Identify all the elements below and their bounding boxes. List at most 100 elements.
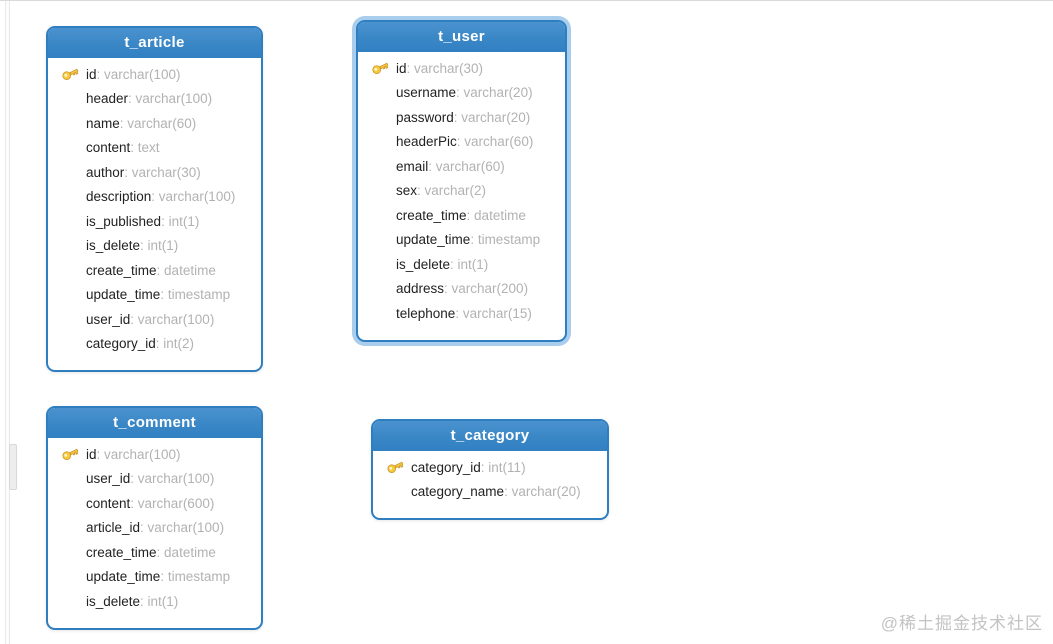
table-field-row[interactable]: create_time : datetime (48, 258, 257, 283)
field-name: headerPic (396, 134, 457, 150)
table-field-row[interactable]: header : varchar(100) (48, 87, 257, 112)
primary-key-icon (385, 482, 411, 502)
primary-key-icon (370, 83, 396, 103)
field-name: category_id (411, 459, 481, 475)
field-type: : datetime (466, 207, 526, 223)
table-field-row[interactable]: is_delete : int(1) (358, 252, 561, 277)
field-name: update_time (86, 569, 161, 585)
field-name: description (86, 189, 152, 205)
field-type: : varchar(100) (96, 66, 181, 82)
field-type: : varchar(100) (128, 91, 213, 107)
primary-key-icon (370, 156, 396, 176)
table-field-row[interactable]: user_id : varchar(100) (48, 467, 257, 492)
field-name: username (396, 85, 457, 101)
table-field-row[interactable]: headerPic : varchar(60) (358, 130, 561, 155)
primary-key-icon (385, 457, 411, 477)
watermark: @稀土掘金技术社区 (880, 614, 1043, 633)
table-field-row[interactable]: create_time : datetime (48, 540, 257, 565)
field-type: : varchar(20) (456, 85, 533, 101)
field-name: password (396, 109, 454, 125)
table-field-row[interactable]: telephone : varchar(15) (358, 301, 561, 326)
table-field-list: id : varchar(100) user_id : varchar(100) (48, 438, 261, 628)
table-field-row[interactable]: is_delete : int(1) (48, 234, 257, 259)
table-field-row[interactable]: category_id : int(2) (48, 332, 257, 357)
table-field-row[interactable]: category_name : varchar(20) (373, 480, 603, 505)
primary-key-icon (60, 567, 86, 587)
field-name: create_time (86, 544, 157, 560)
primary-key-icon (60, 469, 86, 489)
field-name: article_id (86, 520, 141, 536)
table-field-row[interactable]: id : varchar(100) (48, 62, 257, 87)
table-field-row[interactable]: update_time : timestamp (48, 565, 257, 590)
splitter-handle[interactable] (9, 444, 17, 490)
field-type: : varchar(60) (119, 115, 197, 131)
panel-splitter (5, 1, 17, 644)
table-field-row[interactable]: email : varchar(60) (358, 154, 561, 179)
table-field-row[interactable]: is_delete : int(1) (48, 589, 257, 614)
primary-key-icon (60, 236, 86, 256)
table-field-row[interactable]: author : varchar(30) (48, 160, 257, 185)
primary-key-icon (60, 493, 86, 513)
field-type: : varchar(60) (456, 134, 534, 150)
field-type: : timestamp (470, 232, 541, 248)
table-title-bar[interactable]: t_user (358, 22, 565, 52)
field-type: : varchar(600) (130, 495, 215, 511)
field-name: telephone (396, 305, 456, 321)
table-field-row[interactable]: is_published : int(1) (48, 209, 257, 234)
db-table-t_user[interactable]: t_user id : varchar(30) u (356, 20, 567, 342)
table-title-bar[interactable]: t_article (48, 28, 261, 58)
field-type: : varchar(100) (130, 311, 215, 327)
primary-key-icon (60, 444, 86, 464)
table-field-row[interactable]: update_time : timestamp (358, 228, 561, 253)
primary-key-icon (60, 591, 86, 611)
table-title: t_category (450, 427, 530, 444)
primary-key-icon (60, 89, 86, 109)
primary-key-icon (60, 309, 86, 329)
table-field-row[interactable]: user_id : varchar(100) (48, 307, 257, 332)
field-type: : varchar(100) (96, 446, 181, 462)
table-field-row[interactable]: username : varchar(20) (358, 81, 561, 106)
table-field-row[interactable]: article_id : varchar(100) (48, 516, 257, 541)
field-name: update_time (396, 232, 471, 248)
primary-key-icon (60, 518, 86, 538)
field-type: : int(1) (140, 238, 179, 254)
field-name: content (86, 140, 131, 156)
primary-key-icon (60, 285, 86, 305)
field-name: id (86, 446, 97, 462)
primary-key-icon (60, 211, 86, 231)
primary-key-icon (60, 64, 86, 84)
table-field-row[interactable]: password : varchar(20) (358, 105, 561, 130)
primary-key-icon (60, 260, 86, 280)
field-type: : varchar(60) (428, 158, 505, 174)
field-name: is_published (86, 213, 162, 229)
field-name: email (396, 158, 429, 174)
field-name: update_time (86, 287, 161, 303)
primary-key-icon (370, 205, 396, 225)
table-field-row[interactable]: sex : varchar(2) (358, 179, 561, 204)
table-field-row[interactable]: id : varchar(100) (48, 442, 257, 467)
table-field-row[interactable]: name : varchar(60) (48, 111, 257, 136)
field-type: : varchar(100) (151, 189, 236, 205)
field-name: is_delete (86, 238, 141, 254)
db-table-t_article[interactable]: t_article id : varchar(100) (46, 26, 263, 372)
table-title-bar[interactable]: t_category (373, 421, 607, 451)
field-type: : int(1) (450, 256, 489, 272)
table-field-list: category_id : int(11) category_name : va… (373, 451, 607, 518)
table-field-row[interactable]: content : text (48, 136, 257, 161)
db-table-t_category[interactable]: t_category category_id : int(11) (371, 419, 609, 520)
field-type: : text (130, 140, 160, 156)
table-title-bar[interactable]: t_comment (48, 408, 261, 438)
primary-key-icon (60, 138, 86, 158)
table-field-row[interactable]: content : varchar(600) (48, 491, 257, 516)
table-field-row[interactable]: category_id : int(11) (373, 455, 603, 480)
table-field-row[interactable]: update_time : timestamp (48, 283, 257, 308)
table-field-row[interactable]: address : varchar(200) (358, 277, 561, 302)
primary-key-icon (60, 334, 86, 354)
table-field-row[interactable]: create_time : datetime (358, 203, 561, 228)
primary-key-icon (370, 107, 396, 127)
table-field-row[interactable]: id : varchar(30) (358, 56, 561, 81)
field-type: : int(11) (480, 459, 526, 475)
db-table-t_comment[interactable]: t_comment id : varchar(100) (46, 406, 263, 630)
table-field-row[interactable]: description : varchar(100) (48, 185, 257, 210)
